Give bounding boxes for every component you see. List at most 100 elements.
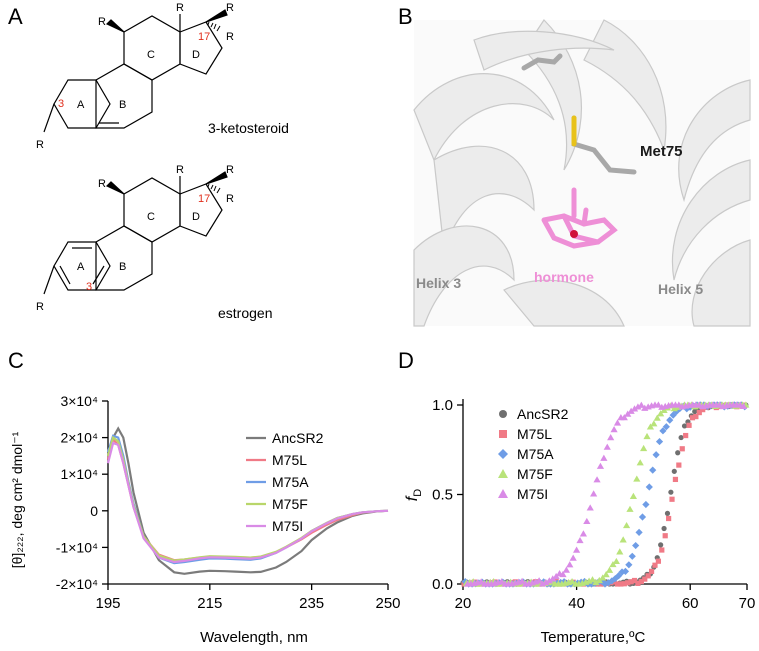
chart-d-point-m75i — [576, 536, 584, 544]
chart-d-point-m75f — [653, 414, 661, 421]
keto-ring-a: A — [77, 99, 85, 111]
chart-d-point-m75f — [636, 459, 644, 466]
chart-d-point-m75l — [693, 414, 699, 420]
chart-c-y-tick-label: 0 — [90, 503, 98, 519]
chart-d-point-m75a — [645, 483, 653, 491]
chart-c-series-m75i — [106, 441, 389, 564]
chart-d-x-tick-label: 20 — [455, 595, 472, 612]
chart-d-point-m75f — [592, 578, 600, 586]
cd-spectra-chart: [θ]₂₂₂, deg cm² dmol⁻¹ Wavelength, nm 3×… — [9, 393, 401, 646]
chart-d-point-m75f — [650, 420, 658, 427]
chart-d-point-m75i — [654, 401, 662, 408]
chart-d-legend-marker — [498, 489, 508, 498]
est-ring-a: A — [77, 261, 85, 273]
chart-d-y-tick-label: 0.5 — [432, 487, 453, 504]
chart-d-point-m75l — [631, 577, 638, 584]
chart-d-point-m75i — [573, 546, 581, 553]
chart-d-point-m75l — [628, 579, 634, 585]
chart-d-point-m75i — [739, 402, 748, 409]
panel-a-letter: A — [8, 4, 23, 29]
chart-c-y-tick-label: 1×10⁴ — [60, 466, 98, 482]
chart-d-legend-label: AncSR2 — [517, 406, 569, 422]
chart-d-point-m75l — [625, 580, 631, 586]
chart-d-x-tick-label: 40 — [568, 595, 585, 612]
chart-d-legend-marker — [499, 410, 507, 418]
chart-c-xlabel: Wavelength, nm — [200, 629, 308, 646]
chart-c-ylabel: [θ]₂₂₂, deg cm² dmol⁻¹ — [9, 431, 25, 568]
chart-d-point-m75f — [643, 432, 651, 440]
chart-d-point-m75l — [683, 432, 689, 439]
chart-d-point-m75l — [689, 415, 696, 421]
chart-d-point-m75f — [599, 574, 607, 581]
est-R-17b: R — [226, 193, 234, 205]
chart-d-point-m75f — [568, 578, 576, 585]
chart-d-point-m75f — [588, 576, 597, 583]
chart-d-point-ancsr2 — [658, 542, 664, 548]
chart-d-point-m75i — [566, 561, 574, 568]
chart-d-point-m75l — [618, 581, 624, 587]
chart-d-y-tick-label: 1.0 — [432, 397, 453, 414]
chart-d-point-ancsr2 — [681, 423, 688, 429]
est-ring-b: B — [119, 261, 126, 273]
chart-d-point-m75a — [655, 437, 664, 446]
chart-d-point-m75l — [621, 581, 627, 587]
chart-d-point-m75l — [597, 581, 604, 587]
chart-d-point-m75i — [562, 566, 570, 573]
est-num-3: 3 — [86, 281, 92, 293]
chart-c-x-tick-label: 195 — [95, 595, 120, 612]
chart-d-point-m75i — [559, 570, 567, 578]
chart-c-x-tick-label: 215 — [197, 595, 222, 612]
chart-d-x-tick-label: 60 — [682, 595, 699, 612]
est-R-13: R — [176, 164, 184, 176]
panel-a-structures: R R R R R A B C D 3 17 3-ketosteroid R R… — [36, 2, 289, 321]
est-num-17: 17 — [198, 193, 210, 205]
keto-ring-b: B — [119, 99, 126, 111]
chart-c-legend-label: M75F — [272, 496, 308, 512]
chart-d-xlabel: Temperature,ºC — [541, 629, 646, 646]
chart-d-point-m75i — [637, 401, 645, 408]
keto-R-11: R — [98, 16, 106, 28]
chart-d-point-m75f — [633, 475, 641, 482]
chart-d-point-m75i — [549, 575, 557, 582]
chart-d-point-m75i — [634, 403, 642, 410]
keto-R-3: R — [36, 139, 44, 151]
chart-d-point-m75i — [579, 530, 588, 537]
chart-d-point-m75i — [593, 476, 601, 483]
chart-d-point-m75a — [632, 541, 640, 550]
estrogen-skeleton — [43, 171, 228, 295]
chart-d-point-m75l — [652, 562, 658, 568]
chart-d-point-m75l — [659, 547, 665, 553]
keto-num-3: 3 — [58, 98, 64, 110]
chart-d-x-tick-label: 70 — [739, 595, 756, 612]
chart-c-legend-label: M75L — [272, 452, 307, 468]
helix3-label: Helix 3 — [416, 275, 461, 291]
chart-c-y-tick-label: 3×10⁴ — [60, 393, 98, 409]
chart-d-point-m75i — [600, 454, 608, 461]
est-R-11: R — [98, 178, 106, 190]
chart-d-point-m75f — [602, 571, 610, 578]
chart-d-point-m75l — [666, 515, 672, 522]
chart-d-point-m75a — [652, 451, 660, 459]
chart-d-point-m75l — [696, 409, 702, 416]
ketosteroid-label: 3-ketosteroid — [208, 120, 289, 136]
chart-d-y-tick-label: 0.0 — [432, 576, 453, 593]
chart-c-x-tick-label: 235 — [299, 595, 324, 612]
chart-d-point-ancsr2 — [692, 408, 698, 415]
chart-d-point-m75l — [638, 578, 644, 585]
chart-d-legend-marker — [499, 430, 507, 438]
chart-d-point-m75i — [627, 407, 635, 414]
chart-d-point-m75i — [596, 462, 605, 469]
chart-c-y-tick-label: -2×10⁴ — [56, 576, 98, 592]
chart-d-point-m75l — [614, 581, 621, 587]
chart-c-x-tick-label: 250 — [375, 595, 400, 612]
chart-d-point-m75i — [590, 490, 598, 497]
chart-d-point-m75i — [518, 577, 526, 584]
chart-d-point-m75l — [645, 573, 651, 579]
estrogen-label: estrogen — [218, 305, 272, 321]
helix-ribbons — [413, 19, 751, 327]
chart-d-point-m75l — [635, 580, 641, 586]
hormone-label: hormone — [534, 269, 594, 285]
chart-d-point-m75i — [542, 578, 550, 586]
chart-d-point-ancsr2 — [675, 450, 681, 456]
chart-d-point-ancsr2 — [664, 510, 671, 516]
